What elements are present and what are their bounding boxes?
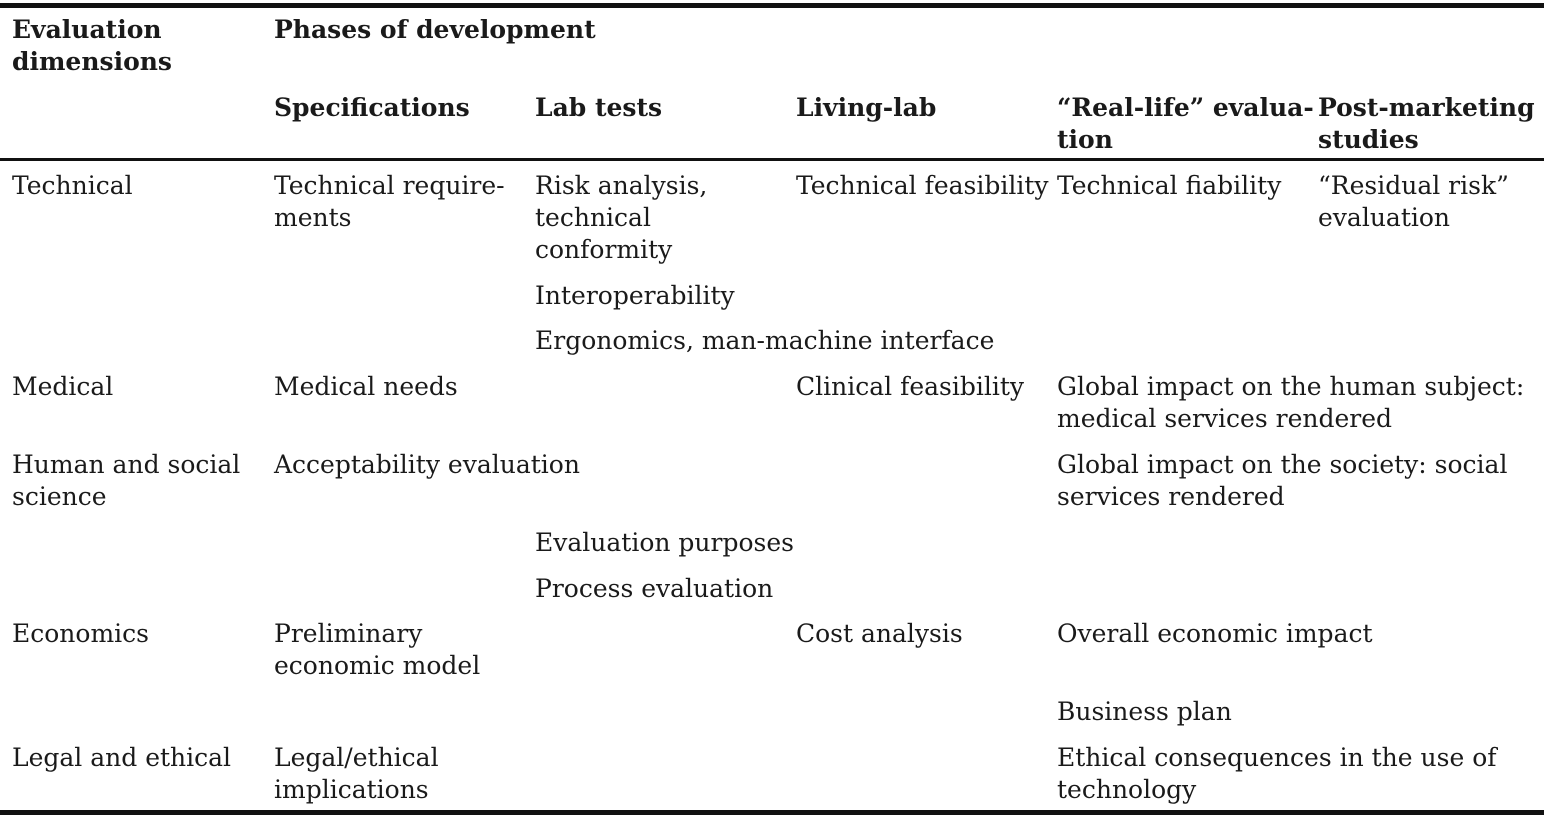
row-human-reallife-line1: Global impact on the society: social xyxy=(1057,450,1508,479)
header-phases: Phases of development xyxy=(274,15,596,44)
col-header-post-marketing-line1: Post-marketing xyxy=(1318,93,1535,122)
row-human-process-evaluation: Process evaluation xyxy=(535,574,774,603)
row-technical-lab-line1: Risk analysis, xyxy=(535,171,708,200)
col-header-real-life-line1: “Real-life” evalua- xyxy=(1057,93,1314,122)
row-technical-dimension: Technical xyxy=(12,171,133,200)
row-legal-dimension: Legal and ethical xyxy=(12,743,232,772)
row-legal-reallife-line1: Ethical consequences in the use of xyxy=(1057,743,1497,772)
row-technical-lab-line3: conformity xyxy=(535,235,673,264)
row-economics-reallife: Overall economic impact xyxy=(1057,619,1373,648)
header-dimensions-line1: Evaluation xyxy=(12,15,162,44)
row-medical-dimension: Medical xyxy=(12,372,114,401)
bottom-rule xyxy=(0,810,1544,815)
row-medical-living: Clinical feasibility xyxy=(796,372,1025,401)
top-rule xyxy=(0,3,1544,8)
row-legal-spec-line2: implications xyxy=(274,775,429,804)
col-header-living-lab: Living-lab xyxy=(796,93,937,122)
row-technical-living: Technical feasibility xyxy=(796,171,1049,200)
row-technical-interoperability: Interoperability xyxy=(535,281,735,310)
row-human-dimension-line2: science xyxy=(12,482,107,511)
row-economics-living: Cost analysis xyxy=(796,619,963,648)
col-header-specifications: Specifications xyxy=(274,93,470,122)
row-medical-reallife-line2: medical services rendered xyxy=(1057,404,1393,433)
row-human-evaluation-purposes: Evaluation purposes xyxy=(535,528,794,557)
row-legal-reallife-line2: technology xyxy=(1057,775,1197,804)
row-economics-business-plan: Business plan xyxy=(1057,697,1232,726)
col-header-lab-tests: Lab tests xyxy=(535,93,663,122)
row-human-reallife-line2: services rendered xyxy=(1057,482,1285,511)
row-technical-spec-line1: Technical require- xyxy=(274,171,505,200)
row-human-spec: Acceptability evaluation xyxy=(274,450,580,479)
row-medical-spec: Medical needs xyxy=(274,372,458,401)
col-header-real-life-line2: tion xyxy=(1057,125,1113,154)
row-medical-reallife-line1: Global impact on the human subject: xyxy=(1057,372,1525,401)
row-technical-post-line1: “Residual risk” xyxy=(1318,171,1509,200)
row-technical-spec-line2: ments xyxy=(274,203,352,232)
row-economics-spec-line1: Preliminary xyxy=(274,619,423,648)
row-economics-dimension: Economics xyxy=(12,619,149,648)
row-legal-spec-line1: Legal/ethical xyxy=(274,743,439,772)
header-rule xyxy=(0,158,1544,161)
row-technical-ergonomics: Ergonomics, man-machine interface xyxy=(535,326,995,355)
col-header-post-marketing-line2: studies xyxy=(1318,125,1419,154)
header-dimensions-line2: dimensions xyxy=(12,47,173,76)
row-technical-post-line2: evaluation xyxy=(1318,203,1451,232)
row-economics-spec-line2: economic model xyxy=(274,651,481,680)
row-technical-lab-line2: technical xyxy=(535,203,651,232)
row-human-dimension-line1: Human and social xyxy=(12,450,241,479)
row-technical-reallife: Technical fiability xyxy=(1057,171,1282,200)
